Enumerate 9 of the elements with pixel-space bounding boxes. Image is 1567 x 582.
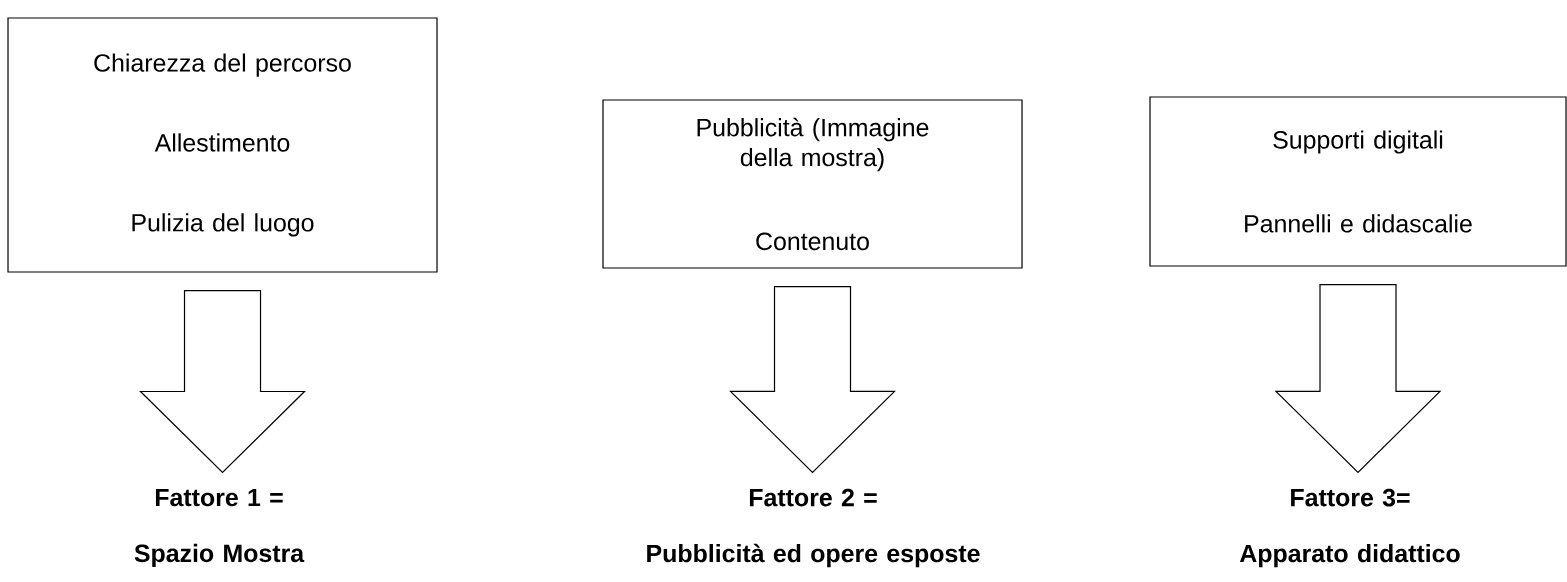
- text-box: Chiarezza del percorso Allestimento Pulizia del luogo: [7, 17, 438, 273]
- factor-label: Fattore 3= Apparato didattico: [1239, 488, 1460, 568]
- factor-label: Fattore 2 = Pubblicità ed opere esposte: [647, 488, 980, 568]
- block-arrow: [1274, 284, 1442, 474]
- text-box: Pubblicità (Immagine della mostra) Contenuto: [602, 99, 1023, 269]
- text-box: Supporti digitali Pannelli e didascalie: [1149, 96, 1567, 267]
- block-arrow: [139, 290, 306, 474]
- block-arrow: [729, 286, 896, 474]
- factor-label: Fattore 1 = Spazio Mostra: [134, 488, 305, 568]
